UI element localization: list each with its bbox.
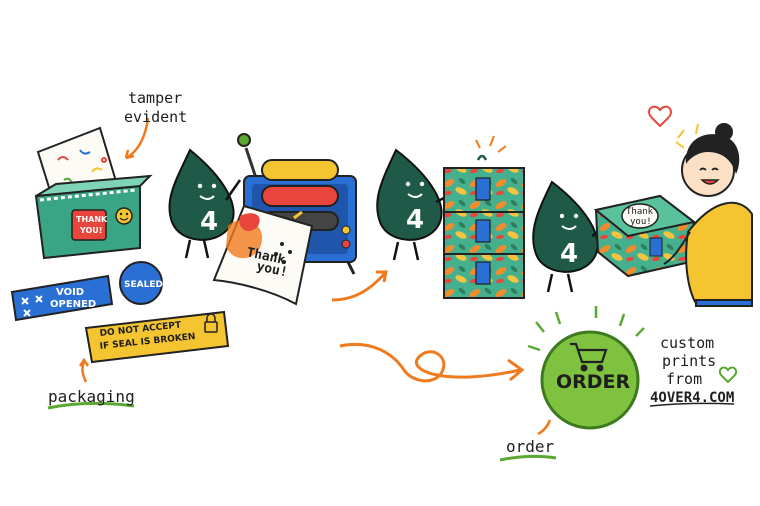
tamper-box-illustration [34,126,153,260]
box-thank-you-sticker [621,203,659,229]
custom-label: custom [660,334,714,352]
smiley-sticker [115,207,133,225]
packaging-underline [47,401,135,410]
heart-icon [648,105,672,128]
evident-label: evident [124,108,187,126]
prints-label: prints [662,352,716,370]
sticker-thank-text: THANK [76,215,108,224]
packaging-arrow [81,361,88,383]
packaging-label: packaging [48,387,135,406]
site-underline [649,402,735,407]
from-label: from [666,370,702,388]
green-heart-icon [718,366,738,384]
box-you-text: you! [630,217,652,227]
mascot-digit: 4 [406,205,424,235]
thank-you-sticker [71,209,107,241]
order-button[interactable] [540,330,640,430]
order-underline [499,454,557,462]
site-label: 4OVER4.COM [650,390,734,406]
mascot-digit: 4 [200,207,218,237]
void-text: VOID [56,287,84,298]
gift-box [593,194,697,278]
tamper-label: tamper [128,89,182,107]
sticker-you-text: YOU! [79,226,102,235]
sealed-text: SEALED [124,280,163,290]
mascot-deliverer [532,180,603,293]
sealed-sticker [119,261,163,305]
order-label: order [506,437,555,456]
mascot-digit: 4 [560,239,578,269]
order-arrow [537,419,552,436]
printed-thank-you-sheet [212,204,314,306]
print-you-text: you! [255,259,289,280]
box-stack [443,135,525,299]
mascot-packer [376,148,449,261]
cart-icon [570,342,608,372]
flow-arrow-1 [331,271,388,302]
order-button-label: ORDER [556,371,631,393]
happy-customer [648,105,753,307]
do-not-accept-label [84,310,230,364]
box-thank-text: Thank [626,207,654,217]
order-burst [527,306,645,352]
opened-text: OPENED [50,299,96,310]
flow-arrow-order [339,343,521,383]
void-tape [10,274,114,322]
mascot-operator [168,148,242,259]
